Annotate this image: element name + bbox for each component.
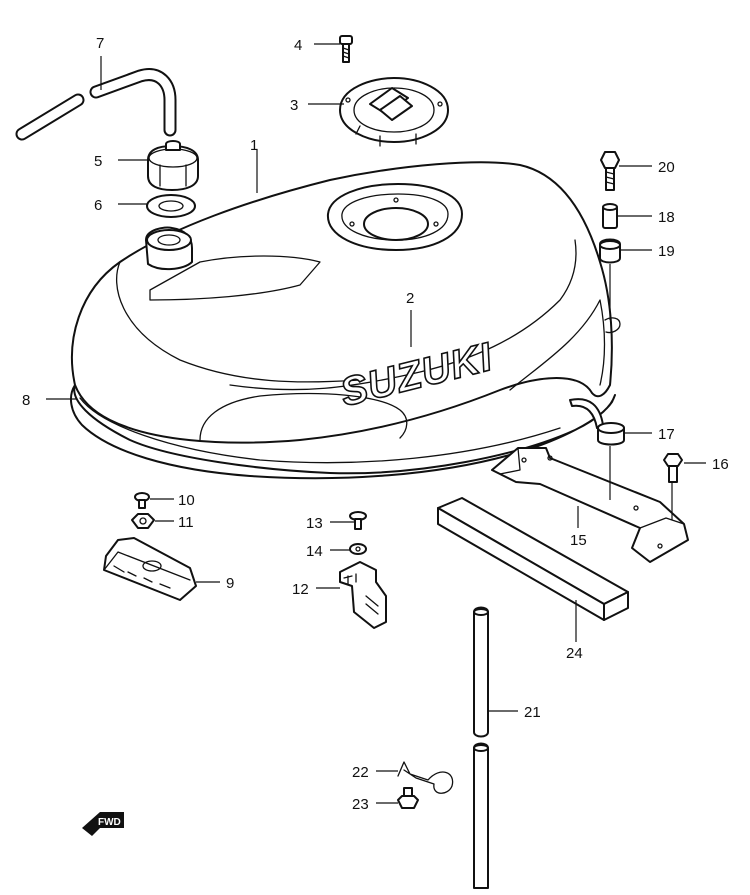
part-5-fuel-cap: [147, 140, 199, 191]
callout-21: 21: [524, 704, 541, 721]
callout-22: 22: [352, 764, 369, 781]
part-10-screw: [134, 492, 150, 509]
callout-17: 17: [658, 426, 675, 443]
part-8-tank-flange: [69, 384, 616, 480]
part-22-clip: [397, 761, 454, 794]
part-23-bolt: [397, 787, 419, 809]
callout-7: 7: [96, 35, 104, 52]
fwd-label: FWD: [98, 817, 121, 828]
part-24-foam-strip: [437, 497, 629, 621]
callout-20: 20: [658, 159, 675, 176]
part-20-bolt: [600, 151, 620, 191]
part-15-bracket: [491, 447, 689, 563]
part-7-breather-hose: [15, 68, 177, 141]
callout-19: 19: [658, 243, 675, 260]
callout-12: 12: [292, 581, 309, 598]
callout-6: 6: [94, 197, 102, 214]
part-1-fuel-tank: SUZUKI: [71, 161, 621, 444]
callout-5: 5: [94, 153, 102, 170]
part-9-cushion: [103, 537, 197, 601]
callout-1: 1: [250, 137, 258, 154]
callout-23: 23: [352, 796, 369, 813]
callout-10: 10: [178, 492, 195, 509]
callout-labels: 1 2 3 4 5 6 7 8 9 10 11 12 13 14 15 16 1…: [22, 35, 729, 813]
part-16-bolt: [663, 453, 683, 483]
callout-15: 15: [570, 532, 587, 549]
part-13-screw: [349, 511, 367, 530]
callout-14: 14: [306, 543, 323, 560]
part-4-screw: [339, 35, 353, 63]
callout-9: 9: [226, 575, 234, 592]
callout-2: 2: [406, 290, 414, 307]
part-19-cushion: [599, 238, 621, 264]
part-21-hose: [473, 606, 489, 889]
part-14-washer: [349, 543, 367, 555]
callout-13: 13: [306, 515, 323, 532]
part-6-gasket: [146, 194, 196, 218]
callout-11: 11: [178, 514, 194, 531]
callout-8: 8: [22, 392, 30, 409]
callout-4: 4: [294, 37, 302, 54]
part-11-nut: [131, 513, 155, 529]
leader-lines: [46, 43, 706, 804]
callout-16: 16: [712, 456, 729, 473]
callout-24: 24: [566, 645, 583, 662]
part-18-collar: [602, 203, 618, 229]
part-17-cushion: [597, 422, 625, 446]
part-12-clamp: [339, 561, 387, 629]
callout-18: 18: [658, 209, 675, 226]
part-3-cap-ring: [339, 77, 449, 147]
fwd-arrow-icon: FWD: [82, 812, 124, 836]
callout-3: 3: [290, 97, 298, 114]
